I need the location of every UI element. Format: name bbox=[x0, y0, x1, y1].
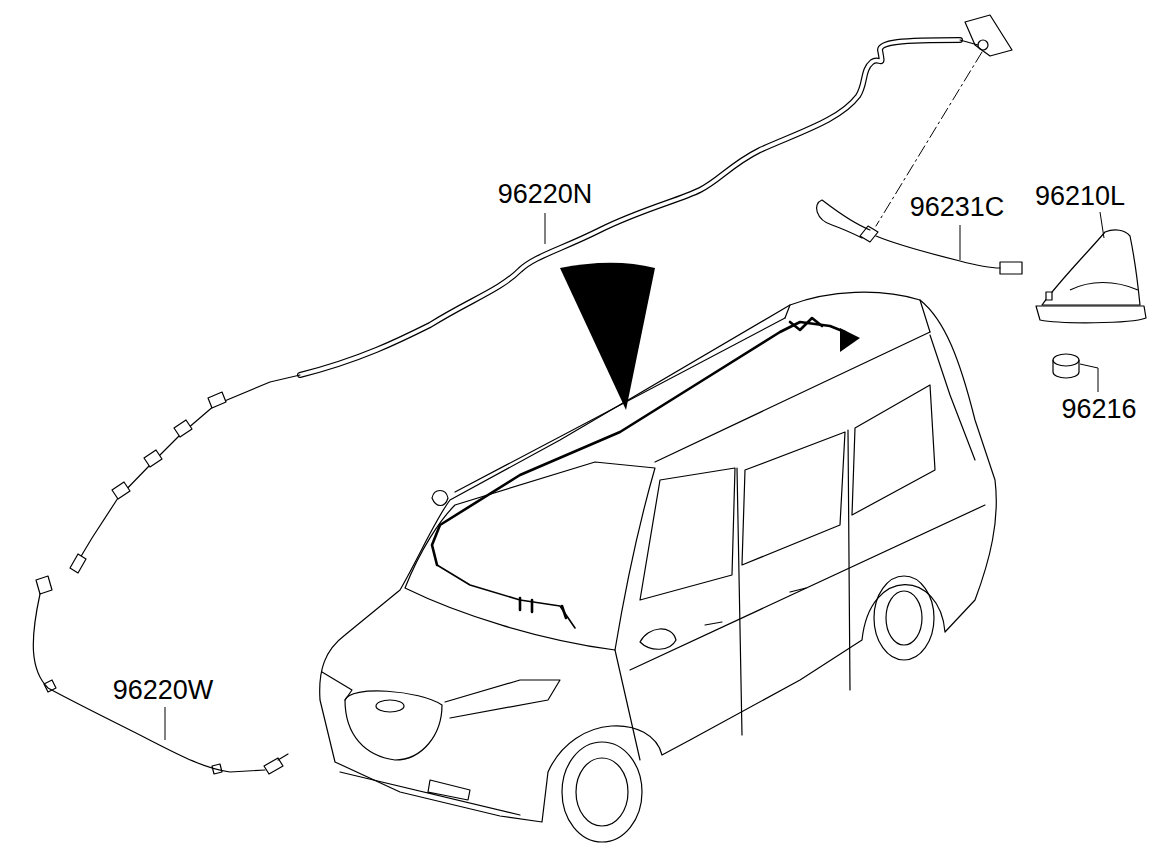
cable-96220N bbox=[70, 554, 86, 573]
cable-96231C bbox=[876, 236, 1000, 268]
shark-fin-antenna bbox=[1070, 283, 1138, 291]
shark-fin-antenna bbox=[1036, 230, 1146, 323]
shark-fin-antenna bbox=[1042, 230, 1140, 305]
antenna-arrow bbox=[840, 328, 860, 352]
roof-cable bbox=[432, 322, 845, 565]
van-body bbox=[930, 335, 975, 460]
cable-96231C bbox=[817, 200, 870, 238]
van-body bbox=[322, 672, 352, 700]
antenna-nut bbox=[1053, 354, 1079, 378]
location-wedge bbox=[560, 263, 655, 410]
van-body bbox=[640, 629, 676, 649]
cable-96220W bbox=[33, 594, 265, 772]
antenna-nut bbox=[1053, 354, 1079, 366]
cable-96231C bbox=[860, 226, 878, 242]
cable-96220N bbox=[965, 15, 1012, 56]
van-body bbox=[345, 691, 442, 760]
van-body bbox=[737, 468, 742, 735]
van-body bbox=[848, 430, 850, 690]
callout-number: 96220N bbox=[496, 179, 595, 209]
cable-96231C bbox=[1000, 262, 1022, 274]
van-body bbox=[376, 700, 404, 712]
leader-lines bbox=[1100, 212, 1104, 238]
cable-96220W bbox=[36, 576, 52, 594]
leader-lines bbox=[1080, 364, 1098, 392]
leader-lines bbox=[960, 225, 961, 260]
cable-96220N bbox=[300, 40, 960, 375]
shark-fin-antenna bbox=[1046, 292, 1052, 300]
van-body bbox=[445, 680, 560, 718]
callout-number: 96220W bbox=[111, 675, 216, 705]
van-body bbox=[742, 432, 845, 565]
leader-lines bbox=[545, 213, 546, 244]
van-body bbox=[705, 588, 806, 625]
roof-cable bbox=[432, 318, 845, 628]
van-body bbox=[405, 462, 655, 650]
roof-cable bbox=[520, 598, 566, 618]
callout-number: 96231C bbox=[908, 192, 1007, 222]
van-body bbox=[320, 292, 997, 822]
cable-96220N bbox=[70, 15, 1012, 573]
roof-cable bbox=[790, 318, 822, 330]
callout-number: 96210L bbox=[1033, 181, 1127, 211]
cable-96220W bbox=[33, 576, 288, 774]
cable-96220N bbox=[300, 40, 960, 375]
leader-lines bbox=[165, 707, 166, 740]
van-body bbox=[886, 591, 922, 645]
van-body bbox=[630, 505, 985, 670]
roof-cable bbox=[437, 565, 575, 628]
van-body bbox=[320, 292, 997, 842]
callout-number: 96216 bbox=[1059, 394, 1138, 424]
van-body bbox=[852, 385, 935, 515]
cable-96220W bbox=[264, 754, 288, 774]
cable-96220N bbox=[80, 375, 300, 558]
van-body bbox=[340, 772, 520, 815]
cable-96220N bbox=[112, 392, 226, 499]
van-body bbox=[576, 758, 628, 826]
van-body bbox=[874, 576, 934, 660]
leader-lines bbox=[165, 212, 1104, 740]
van-body bbox=[432, 491, 448, 506]
cable-96220N bbox=[978, 40, 988, 50]
van-body bbox=[655, 332, 930, 462]
van-body bbox=[640, 468, 735, 600]
shark-fin-antenna bbox=[1036, 306, 1146, 323]
van-body bbox=[785, 300, 930, 332]
van-body bbox=[562, 742, 642, 842]
